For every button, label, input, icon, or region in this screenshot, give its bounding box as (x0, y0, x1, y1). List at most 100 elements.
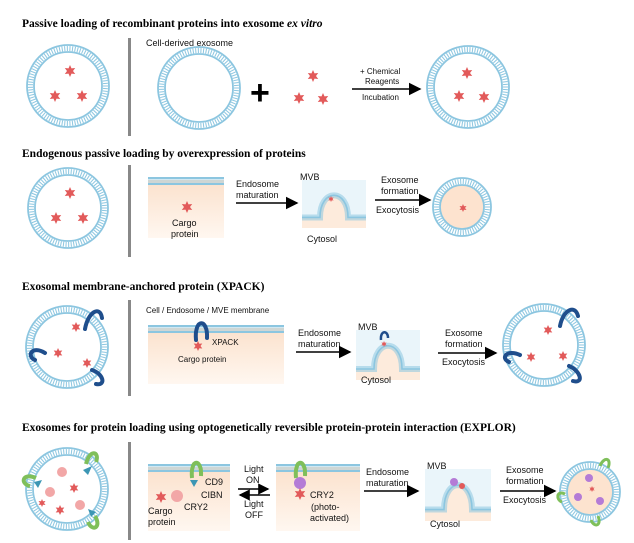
formation-label: formation (506, 476, 544, 486)
activated-label: activated) (310, 513, 349, 523)
cargo-star (77, 212, 89, 224)
light-on-label: Light (244, 464, 264, 474)
divider-1 (128, 38, 131, 136)
cell-membrane-4b (276, 464, 360, 531)
endosome-label: Endosome (366, 467, 409, 477)
cd9-anchor (589, 515, 601, 527)
section-1-title: Passive loading of recombinant proteins … (22, 18, 323, 30)
section-3-title: Exosomal membrane-anchored protein (XPAC… (22, 281, 265, 293)
cargo-dot (75, 500, 85, 510)
exocytosis-label: Exocytosis (442, 357, 486, 367)
cd9-protein (189, 460, 204, 479)
cd9-anchor (598, 458, 611, 469)
exosome-formation-label: Exosome (506, 465, 544, 475)
maturation-label: maturation (366, 478, 409, 488)
cd9-anchor (84, 451, 99, 465)
cd9-anchor (556, 491, 566, 504)
divider-2 (128, 165, 131, 257)
cargo-star (558, 351, 568, 361)
cargo-star (64, 187, 76, 199)
formation-label: formation (445, 339, 483, 349)
protein-label: protein (148, 517, 176, 527)
cargo-star (543, 325, 553, 335)
membrane-label: Cell / Endosome / MVE membrane (146, 306, 270, 315)
cry2-label: CRY2 (184, 502, 208, 512)
cry2-protein (171, 490, 183, 502)
cibn-marker (88, 509, 96, 517)
cargo-dot (45, 487, 55, 497)
cargo-star (71, 322, 81, 332)
light-on-state: ON (246, 475, 260, 485)
cargo-star (293, 92, 305, 104)
divider-4 (128, 442, 131, 540)
cry2-activated (596, 497, 604, 505)
xpack-anchor (558, 307, 580, 328)
cargo-star (317, 93, 329, 105)
cargo-star (461, 67, 473, 79)
cry2-activated (585, 474, 593, 482)
xpack-protein (379, 331, 390, 341)
exosome-xpack-right (502, 303, 586, 387)
cargo-star (50, 212, 62, 224)
cargo-star (459, 204, 467, 212)
cargo-label: Cargo (148, 506, 173, 516)
mvb-label: MVB (358, 322, 378, 332)
endosome-label: Endosome (298, 328, 341, 338)
cd9-protein (293, 460, 308, 479)
cargo-star (38, 499, 46, 507)
formation-label: formation (381, 186, 419, 196)
mvb-budding-3 (356, 330, 420, 380)
cargo-dot (459, 483, 465, 489)
light-off-state: OFF (245, 510, 263, 520)
exosome-xpack-left (25, 305, 109, 389)
cargo-protein-label: Cargo protein (178, 355, 226, 364)
cd9-anchor (86, 514, 100, 530)
exosome-label: Cell-derived exosome (146, 38, 233, 48)
mvb-label: MVB (300, 172, 320, 182)
xpack-anchor (28, 348, 47, 362)
exosome-loaded-right-1 (426, 45, 510, 129)
cargo-star (49, 90, 61, 102)
cell-membrane-3 (148, 325, 284, 384)
endosome-label: Endosome (236, 179, 279, 189)
cibn-label: CIBN (201, 490, 223, 500)
xpack-anchor (503, 351, 522, 364)
xpack-protein (193, 321, 210, 342)
photo-label: (photo- (311, 502, 340, 512)
reagents-label: Reagents (365, 77, 399, 86)
exosome-formation-label: Exosome (445, 328, 483, 338)
exosome-loaded-left-2 (27, 167, 109, 249)
exosome-explor-right (559, 461, 621, 523)
cytosol-label: Cytosol (307, 234, 337, 244)
incubation-label: Incubation (362, 93, 399, 102)
cargo-dot (57, 467, 67, 477)
cargo-star (193, 341, 203, 351)
section-2-title: Endogenous passive loading by overexpres… (22, 148, 306, 160)
light-off-label: Light (244, 499, 264, 509)
cry2-label: CRY2 (310, 490, 334, 500)
divider-3 (128, 300, 131, 396)
cargo-star (381, 341, 387, 347)
cargo-star (589, 486, 595, 492)
cd9-anchor (21, 474, 37, 488)
cd9-label: CD9 (205, 477, 223, 487)
cargo-star (55, 505, 65, 515)
cargo-star (307, 70, 319, 82)
cibn-marker (83, 466, 92, 475)
plus-sign: + (250, 74, 270, 112)
cargo-star (526, 352, 536, 362)
mvb-label: MVB (427, 461, 447, 471)
cargo-star (82, 358, 92, 368)
cargo-star (76, 90, 88, 102)
cargo-star (69, 483, 79, 493)
section-4-title: Exosomes for protein loading using optog… (22, 422, 516, 434)
chemical-label: + Chemical (360, 67, 400, 76)
mvb-budding-2 (302, 180, 366, 228)
cry2-activated (294, 477, 306, 489)
cargo-star (155, 491, 167, 503)
exosome-loaded-left-1 (26, 44, 110, 128)
cargo-label: Cargo (172, 218, 197, 228)
maturation-label: maturation (298, 339, 341, 349)
maturation-label: maturation (236, 190, 279, 200)
